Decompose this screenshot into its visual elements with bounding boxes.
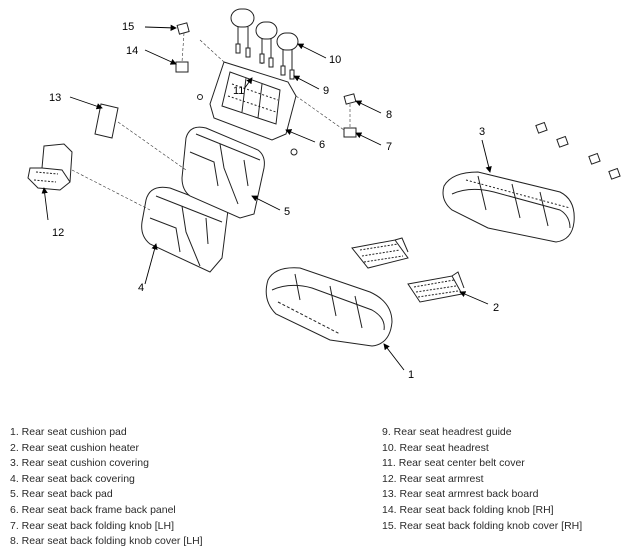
cushion-heater-part: [351, 237, 465, 303]
callout-5: 5: [284, 206, 290, 218]
legend-left: 1. Rear seat cushion pad 2. Rear seat cu…: [10, 425, 203, 550]
legend-item: 7. Rear seat back folding knob [LH]: [10, 519, 175, 532]
folding-knob-parts: [175, 22, 357, 156]
assembly-guide-lines: [71, 32, 351, 211]
exploded-parts-diagram: 15 14 13 12 4 5 6 7 8 9 10 11 3 2 1: [27, 8, 621, 381]
callout-3: 3: [479, 126, 485, 138]
callout-6: 6: [319, 139, 325, 151]
callout-14: 14: [126, 45, 138, 57]
cushion-clips: [535, 121, 621, 180]
legend-item: 14. Rear seat back folding knob [RH]: [382, 503, 554, 516]
seat-back-pad-part: [181, 126, 265, 219]
legend-item: 11. Rear seat center belt cover: [382, 457, 525, 470]
legend-item: 8. Rear seat back folding knob cover [LH…: [10, 535, 203, 548]
legend-item: 9. Rear seat headrest guide: [382, 426, 512, 438]
legend-item: 15. Rear seat back folding knob cover [R…: [382, 519, 583, 532]
callout-15: 15: [122, 21, 134, 33]
seat-back-covering-part: [141, 186, 229, 273]
callout-10: 10: [329, 54, 341, 66]
armrest-part: [27, 143, 73, 191]
legend-right: 9. Rear seat headrest guide 10. Rear sea…: [382, 425, 582, 534]
legend-item: 3. Rear seat cushion covering: [10, 457, 149, 470]
callout-labels: 15 14 13 12 4 5 6 7 8 9 10 11 3 2 1: [49, 21, 499, 381]
callout-11: 11: [233, 85, 244, 97]
callout-4: 4: [138, 282, 144, 294]
callout-12: 12: [52, 227, 64, 239]
legend-item: 10. Rear seat headrest: [382, 441, 489, 454]
legend-item: 2. Rear seat cushion heater: [10, 441, 139, 454]
legend-item: 4. Rear seat back covering: [10, 472, 135, 485]
callout-13: 13: [49, 92, 61, 104]
callout-1: 1: [408, 369, 414, 381]
legend-item: 13. Rear seat armrest back board: [382, 488, 539, 501]
legend-item: 1. Rear seat cushion pad: [10, 426, 127, 438]
cushion-covering-part: [442, 171, 575, 243]
armrest-back-board-part: [94, 103, 119, 139]
legend-item: 5. Rear seat back pad: [10, 488, 113, 501]
callout-2: 2: [493, 302, 499, 314]
frame-back-panel-part: [209, 61, 297, 141]
callout-9: 9: [323, 85, 329, 97]
legend-item: 6. Rear seat back frame back panel: [10, 503, 176, 516]
callout-7: 7: [386, 141, 392, 153]
callout-8: 8: [386, 109, 392, 121]
cushion-pad-part: [265, 267, 393, 347]
legend-item: 12. Rear seat armrest: [382, 472, 484, 485]
callout-leaders: [41, 24, 492, 371]
headrest-parts: [230, 8, 299, 80]
